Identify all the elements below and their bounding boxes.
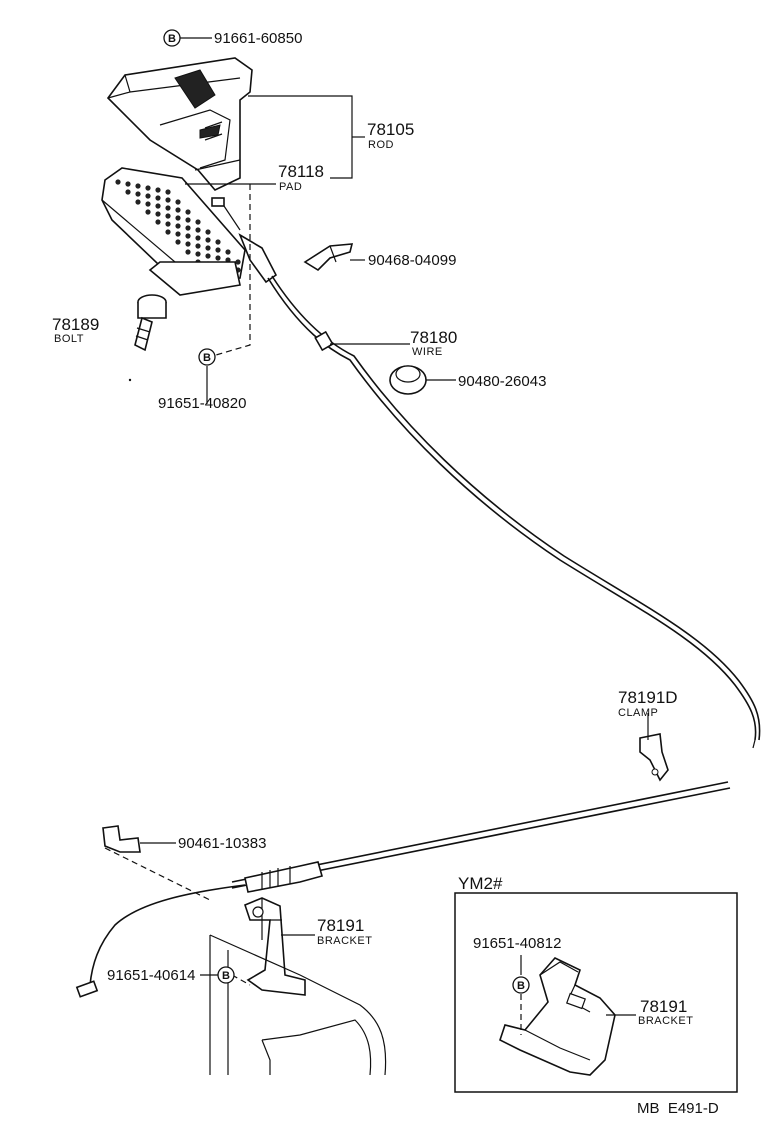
inset-box: [454, 892, 738, 1093]
svg-text:B: B: [222, 970, 230, 982]
inset-bracket-drawing: [499, 957, 616, 1076]
part-name: BOLT: [54, 333, 84, 345]
clip-drawing: [303, 243, 354, 272]
label-78191: 78191 BRACKET: [317, 916, 372, 947]
part-code: 78118: [278, 162, 324, 181]
part-name: ROD: [368, 139, 394, 151]
bolt-drawing: [128, 294, 167, 382]
label-78180: 78180 WIRE: [410, 328, 457, 358]
part-name: WIRE: [412, 346, 443, 358]
label-91651-40614: 91651-40614 B: [107, 966, 235, 984]
part-code: 78105: [367, 120, 414, 139]
clamp-drawing: [639, 733, 669, 782]
svg-text:B: B: [168, 33, 176, 45]
label-78191d: 78191D CLAMP: [618, 688, 678, 719]
b-marker-icon: B: [217, 966, 235, 984]
label-90468-04099: 90468-04099: [368, 252, 456, 269]
part-code: 78191D: [618, 688, 678, 707]
part-code: 78189: [52, 315, 99, 334]
part-name: BRACKET: [638, 1015, 693, 1027]
part-number: 91651-40614: [107, 967, 195, 984]
part-code: 78191: [317, 916, 364, 935]
part-number: 90461-10383: [178, 835, 266, 852]
inset-labels: YM2# 91651-40812 B 78191 BRACKET: [458, 874, 693, 1027]
accelerator-rod-drawing: [106, 57, 253, 191]
bracket-drawing: [244, 897, 306, 996]
label-78118: 78118 PAD: [278, 162, 324, 193]
label-78189: 78189 BOLT: [52, 315, 99, 345]
diagram-code: MB E491-D: [637, 1100, 719, 1117]
part-name: PAD: [279, 181, 302, 193]
svg-text:B: B: [203, 352, 211, 364]
inset-title: YM2#: [458, 874, 503, 893]
svg-text:B: B: [517, 980, 525, 992]
label-78105: 78105 ROD: [367, 120, 414, 151]
label-90480-26043: 90480-26043: [458, 373, 546, 390]
leader-lines: [104, 37, 649, 986]
grommet-drawing: [389, 365, 427, 395]
part-code: 78191: [640, 997, 687, 1016]
part-code: 78180: [410, 328, 457, 347]
pedal-pad-drawing: [101, 167, 246, 296]
panel-drawing: [209, 934, 387, 1076]
part-name: CLAMP: [618, 707, 658, 719]
end-clip-drawing: [102, 825, 141, 853]
part-number: 91651-40820: [158, 395, 246, 412]
label-91651-40820: B 91651-40820: [158, 348, 246, 412]
wire-cable-drawing: [238, 233, 761, 749]
part-number: 91651-40812: [473, 935, 561, 952]
label-91661-60850: B 91661-60850: [163, 29, 302, 47]
b-marker-icon: B: [512, 976, 530, 994]
b-marker-icon: B: [163, 29, 181, 47]
part-number: 90468-04099: [368, 252, 456, 269]
part-number: 90480-26043: [458, 373, 546, 390]
lower-cable-drawing: [75, 781, 731, 998]
part-name: BRACKET: [317, 935, 372, 947]
pin-drawing: [211, 197, 241, 231]
b-marker-icon: B: [198, 348, 216, 366]
part-number: 91661-60850: [214, 30, 302, 47]
label-90461-10383: 90461-10383: [178, 835, 266, 852]
